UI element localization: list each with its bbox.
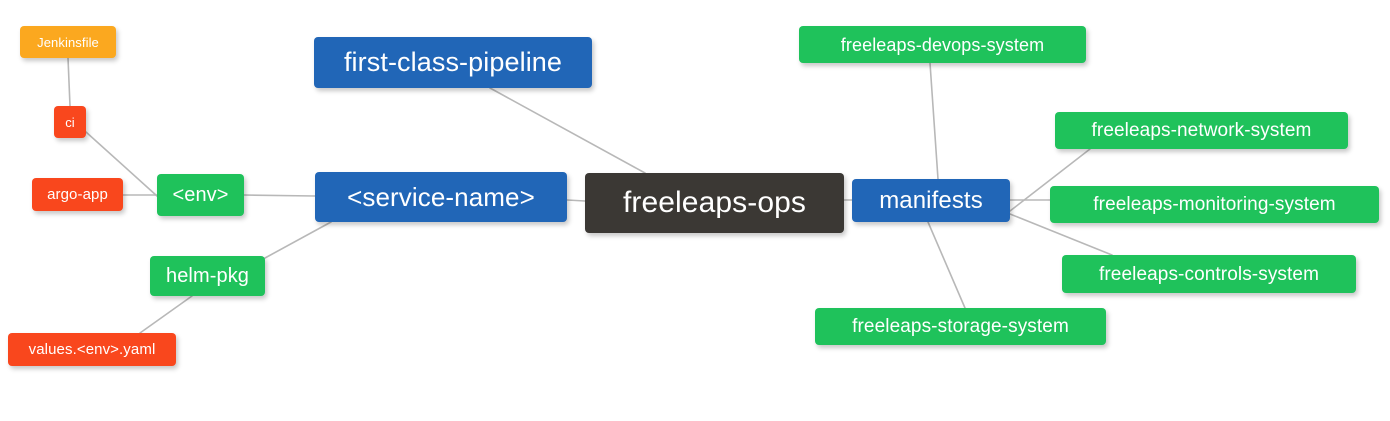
- node-label-jenkinsfile: Jenkinsfile: [37, 34, 99, 50]
- node-helm-pkg[interactable]: helm-pkg: [150, 256, 265, 296]
- node-ci[interactable]: ci: [54, 106, 86, 138]
- node-label-freeleaps-network-system: freeleaps-network-system: [1091, 120, 1312, 141]
- node-env[interactable]: <env>: [157, 174, 244, 216]
- node-label-freeleaps-controls-system: freeleaps-controls-system: [1098, 263, 1320, 285]
- node-label-freeleaps-devops-system: freeleaps-devops-system: [840, 34, 1045, 55]
- edge-manifests-to-freeleaps-storage-system: [927, 221, 966, 309]
- node-freeleaps-ops[interactable]: freeleaps-ops: [585, 173, 844, 233]
- node-label-helm-pkg: helm-pkg: [165, 265, 250, 287]
- node-label-first-class-pipeline: first-class-pipeline: [343, 47, 563, 77]
- edge-first-class-pipeline-to-freeleaps-ops: [489, 87, 646, 174]
- node-label-ci: ci: [65, 114, 75, 130]
- node-label-manifests: manifests: [879, 186, 983, 214]
- node-label-freeleaps-monitoring-system: freeleaps-monitoring-system: [1093, 194, 1336, 215]
- node-first-class-pipeline[interactable]: first-class-pipeline: [314, 37, 592, 88]
- node-label-freeleaps-ops: freeleaps-ops: [622, 186, 807, 219]
- node-service-name[interactable]: <service-name>: [315, 172, 567, 222]
- node-freeleaps-devops-system[interactable]: freeleaps-devops-system: [799, 26, 1086, 63]
- edge-helm-pkg-to-values-yaml: [139, 295, 193, 334]
- node-manifests[interactable]: manifests: [852, 179, 1010, 222]
- node-freeleaps-storage-system[interactable]: freeleaps-storage-system: [815, 308, 1106, 345]
- edge-service-name-to-helm-pkg: [264, 221, 332, 259]
- edge-jenkinsfile-to-ci: [67, 57, 71, 107]
- edge-env-to-service-name: [243, 194, 316, 197]
- node-freeleaps-monitoring-system[interactable]: freeleaps-monitoring-system: [1050, 186, 1379, 223]
- node-freeleaps-network-system[interactable]: freeleaps-network-system: [1055, 112, 1348, 149]
- node-jenkinsfile[interactable]: Jenkinsfile: [20, 26, 116, 58]
- node-label-argo-app: argo-app: [47, 186, 108, 203]
- node-freeleaps-controls-system[interactable]: freeleaps-controls-system: [1062, 255, 1356, 293]
- node-values-yaml[interactable]: values.<env>.yaml: [8, 333, 176, 366]
- node-argo-app[interactable]: argo-app: [32, 178, 123, 211]
- edge-service-name-to-freeleaps-ops: [566, 199, 586, 202]
- node-label-values-yaml: values.<env>.yaml: [28, 341, 156, 358]
- node-label-env: <env>: [172, 184, 229, 206]
- node-label-service-name: <service-name>: [347, 182, 535, 212]
- node-label-freeleaps-storage-system: freeleaps-storage-system: [852, 316, 1069, 337]
- edge-freeleaps-devops-system-to-manifests: [929, 62, 939, 180]
